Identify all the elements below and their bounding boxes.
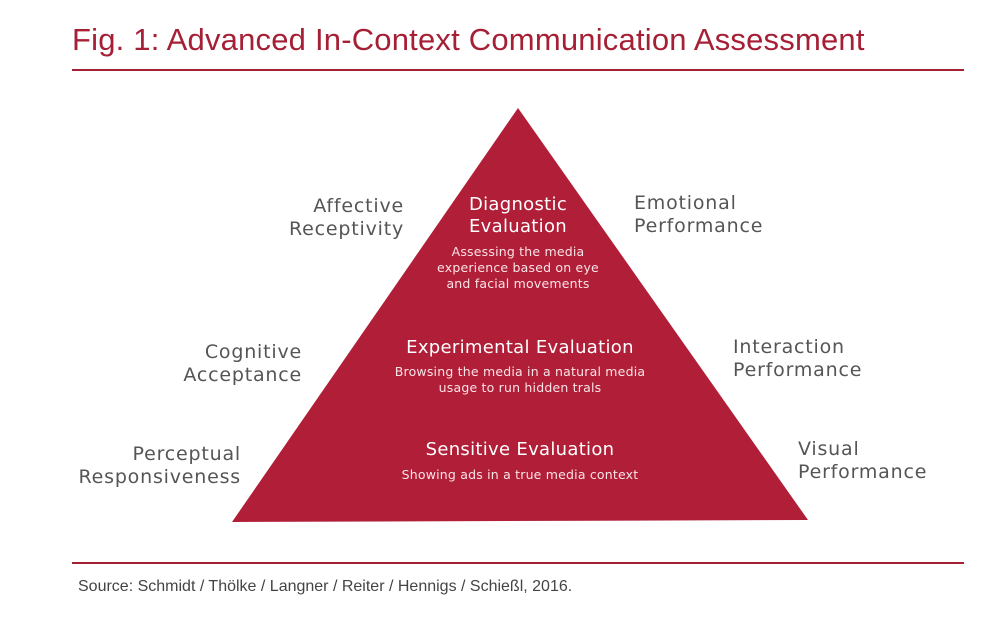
sensitive-evaluation-title: Sensitive Evaluation xyxy=(425,439,615,460)
label-emotional-performance: Emotional Performance xyxy=(634,192,763,238)
level-title-line: Evaluation xyxy=(469,216,567,237)
experimental-evaluation-description: Browsing the media in a natural media us… xyxy=(345,364,695,396)
label-cognitive-acceptance: Cognitive Acceptance xyxy=(183,341,302,387)
label-line: Performance xyxy=(634,215,764,237)
level-description-line: and facial movements xyxy=(446,276,590,291)
level-description-line: usage to run hidden trals xyxy=(438,380,602,395)
label-line: Perceptual xyxy=(132,443,241,465)
label-line: Performance xyxy=(733,359,863,381)
level-description-line: Browsing the media in a natural media xyxy=(394,364,646,379)
sensitive-evaluation-description: Showing ads in a true media context xyxy=(401,467,639,482)
label-line: Cognitive xyxy=(204,341,302,363)
label-perceptual-responsiveness: Perceptual Responsiveness xyxy=(78,443,241,489)
label-line: Receptivity xyxy=(289,218,404,240)
label-interaction-performance: Interaction Performance xyxy=(733,336,862,382)
title-divider xyxy=(72,69,964,71)
pyramid-triangle xyxy=(232,108,808,522)
label-visual-performance: Visual Performance xyxy=(798,438,927,484)
level-description-line: experience based on eye xyxy=(437,260,599,275)
label-line: Responsiveness xyxy=(78,466,241,488)
figure-title: Fig. 1: Advanced In-Context Communicatio… xyxy=(72,22,865,57)
diagnostic-evaluation-title: Diagnostic Evaluation xyxy=(418,194,618,238)
footer-divider xyxy=(72,562,964,564)
diagnostic-evaluation-description: Assessing the media experience based on … xyxy=(398,244,638,292)
label-line: Visual xyxy=(798,438,860,460)
label-line: Performance xyxy=(798,461,928,483)
label-line: Acceptance xyxy=(183,364,302,386)
label-affective-receptivity: Affective Receptivity xyxy=(289,195,404,241)
level-title-line: Diagnostic xyxy=(468,194,568,215)
label-line: Emotional xyxy=(634,192,737,214)
level-description-line: Assessing the media xyxy=(451,244,585,259)
experimental-evaluation-title: Experimental Evaluation xyxy=(406,337,634,358)
label-line: Interaction xyxy=(733,336,845,358)
label-line: Affective xyxy=(313,195,404,217)
source-citation: Source: Schmidt / Thölke / Langner / Rei… xyxy=(78,578,573,595)
